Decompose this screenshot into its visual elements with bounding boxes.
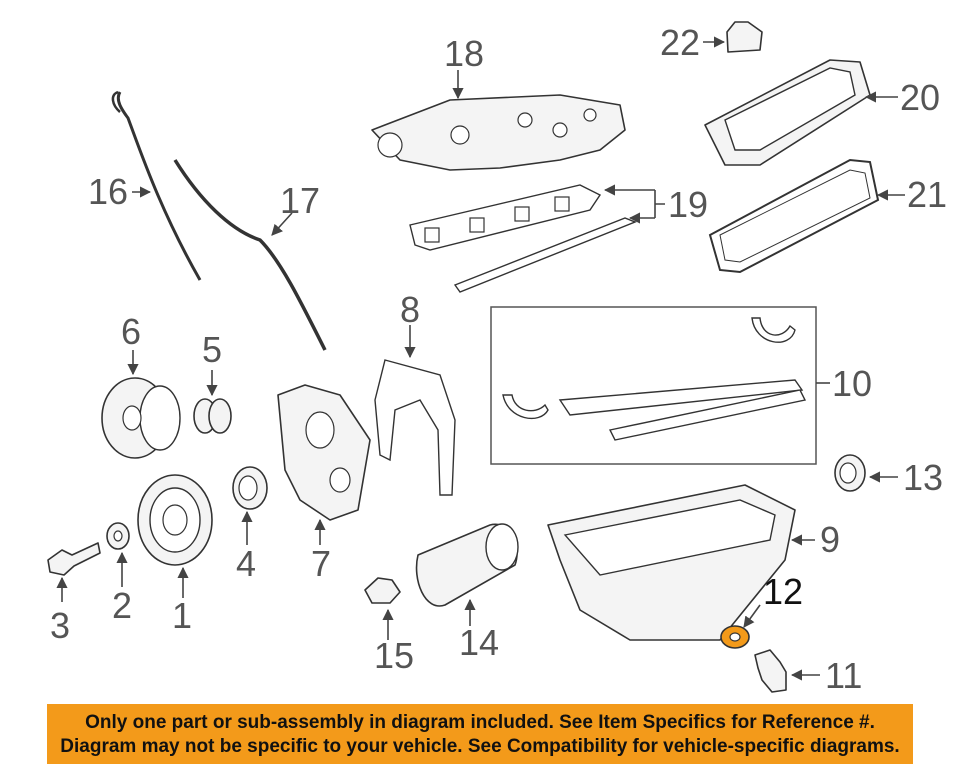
- callout-7: 7: [311, 543, 331, 584]
- callout-6: 6: [121, 311, 141, 352]
- front-seal: [232, 466, 268, 545]
- crank-pulley: [137, 474, 213, 598]
- callout-20: 20: [900, 77, 940, 118]
- callout-14: 14: [459, 622, 499, 663]
- callout-9: 9: [820, 519, 840, 560]
- engine-parts-diagram: 1 2 3 4 5 6 7 8 9 10 11 12 13 14 15 16 1…: [47, 21, 947, 696]
- washer: [106, 522, 130, 587]
- callout-2: 2: [112, 585, 132, 626]
- dipstick-tube: [173, 159, 327, 351]
- callout-19: 19: [668, 184, 708, 225]
- dipstick: [111, 90, 202, 281]
- callout-10: 10: [832, 363, 872, 404]
- drain-plug: [754, 649, 820, 693]
- callout-5: 5: [202, 329, 222, 370]
- callout-1: 1: [172, 595, 192, 636]
- callout-4: 4: [236, 543, 256, 584]
- rear-main-seal: [834, 454, 898, 492]
- callout-3: 3: [50, 605, 70, 646]
- oil-pan: [547, 484, 815, 641]
- oil-filter: [415, 523, 519, 626]
- disclaimer-banner: Only one part or sub-assembly in diagram…: [47, 704, 913, 764]
- callout-21: 21: [907, 174, 947, 215]
- intake-manifold: [371, 70, 626, 171]
- callout-12: 12: [763, 571, 803, 612]
- oil-pan-gasket-set: [490, 306, 830, 465]
- oil-filter-adapter: [364, 577, 401, 640]
- callout-16: 16: [88, 171, 128, 212]
- timing-cover: [277, 384, 371, 545]
- callout-13: 13: [903, 457, 943, 498]
- callout-18: 18: [444, 33, 484, 74]
- drain-plug-gasket: [720, 604, 761, 649]
- callout-17: 17: [280, 180, 320, 221]
- valve-cover-gasket: [708, 158, 905, 274]
- disclaimer-line-2: Diagram may not be specific to your vehi…: [60, 736, 900, 757]
- valve-cover: [704, 59, 898, 166]
- crank-sprocket: [101, 350, 181, 459]
- callout-15: 15: [374, 635, 414, 676]
- callout-22: 22: [660, 22, 700, 63]
- oil-filler-cap: [703, 21, 763, 53]
- timing-cover-gasket: [374, 325, 456, 496]
- timing-gear: [193, 370, 232, 434]
- disclaimer-line-1: Only one part or sub-assembly in diagram…: [85, 712, 875, 733]
- intake-gaskets: [409, 184, 665, 293]
- callout-11: 11: [825, 655, 862, 696]
- crank-bolt: [47, 542, 101, 602]
- callout-8: 8: [400, 289, 420, 330]
